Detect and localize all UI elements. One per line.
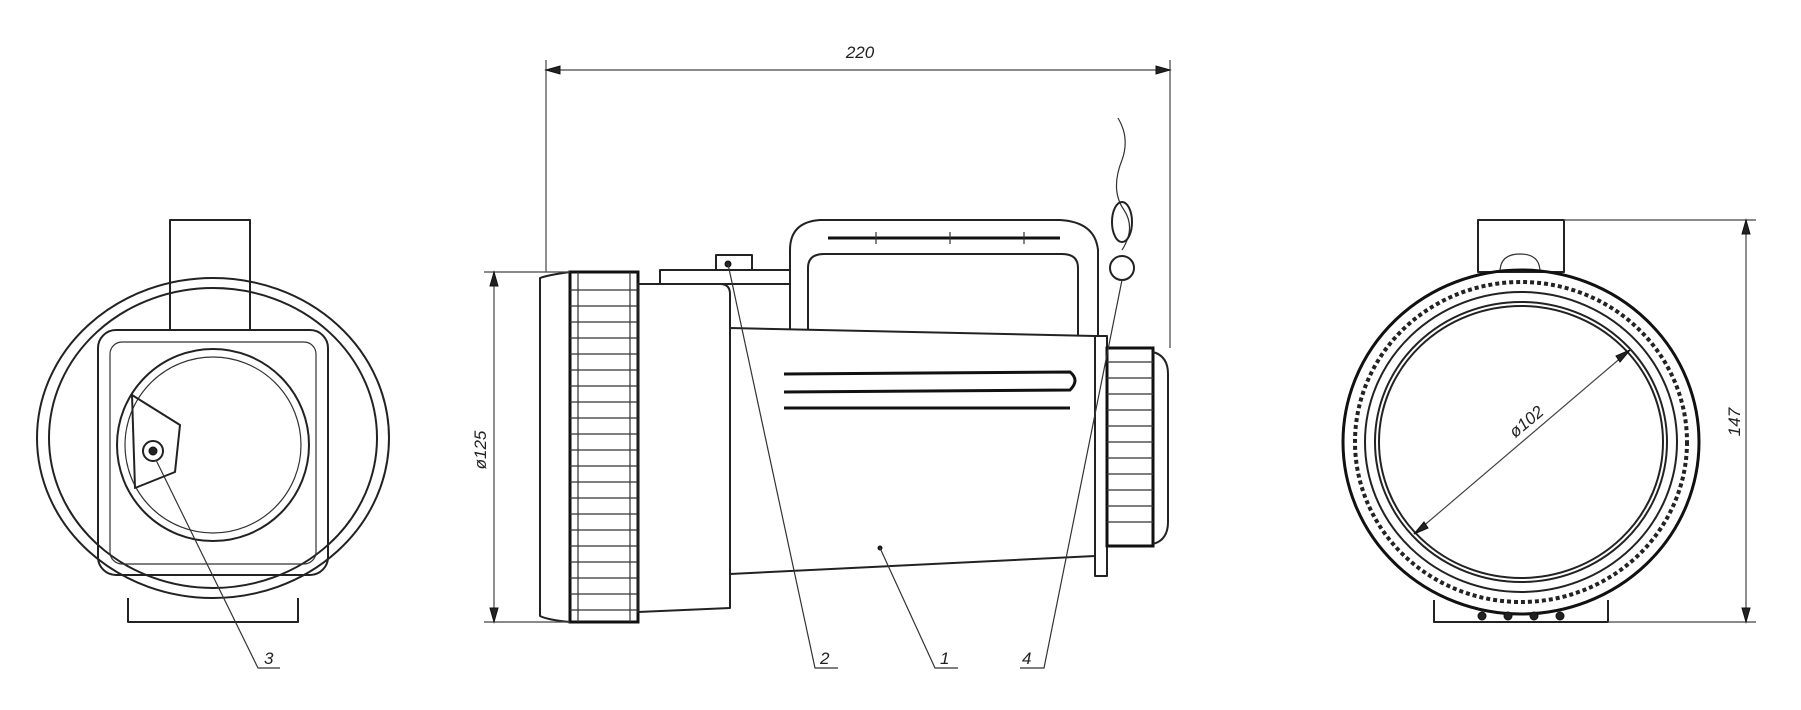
callout-1: 1 — [940, 649, 949, 668]
callout-3: 3 — [264, 649, 274, 668]
rear-cap-knurl — [1107, 361, 1153, 523]
rear-view: 3 — [36, 219, 390, 669]
dim-lens-diameter: ø125 — [471, 430, 490, 469]
callout-4: 4 — [1022, 649, 1031, 668]
side-view: 2 1 4 220 ø125 — [471, 43, 1172, 669]
callout-2: 2 — [819, 649, 830, 668]
dim-height: 147 — [1725, 407, 1744, 436]
dim-overall-length: 220 — [845, 43, 875, 62]
front-view: ø102 147 — [1341, 218, 1756, 624]
foot-bolts — [1477, 611, 1565, 621]
lens-ring-knurl — [570, 272, 638, 622]
dim-inner-diameter: ø102 — [1506, 402, 1548, 442]
